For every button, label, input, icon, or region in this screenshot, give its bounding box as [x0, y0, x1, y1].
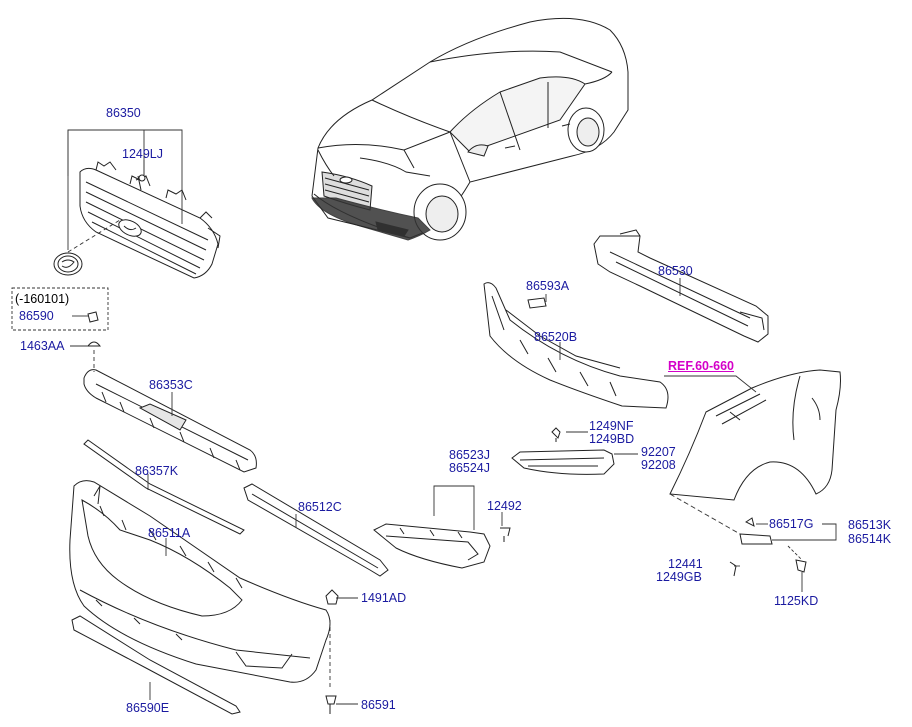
part-label-1249gb[interactable]: 1249GB — [656, 570, 702, 584]
part-label-86357k[interactable]: 86357K — [135, 464, 179, 478]
front-bumper-upper-cover — [83, 369, 257, 473]
part-label-92207[interactable]: 92207 — [641, 445, 676, 459]
part-label-86512c[interactable]: 86512C — [298, 500, 342, 514]
front-fender — [669, 369, 841, 501]
part-label-86523j[interactable]: 86523J — [449, 448, 491, 462]
bolt-12441 — [729, 561, 737, 577]
part-label-86520b[interactable]: 86520B — [534, 330, 578, 344]
clip-1463aa — [86, 341, 102, 347]
part-label-1491ad[interactable]: 1491AD — [361, 591, 407, 605]
part-label-12441[interactable]: 12441 — [668, 557, 703, 571]
front-bumper-beam — [593, 229, 769, 343]
drl-lamp-assembly — [511, 449, 615, 475]
part-label-1249bd[interactable]: 1249BD — [589, 432, 635, 446]
screw-1491ad — [325, 589, 339, 605]
part-label-86511a[interactable]: 86511A — [148, 526, 191, 540]
part-label-1125kd[interactable]: 1125KD — [774, 594, 819, 608]
bumper-lower-garnish — [71, 615, 241, 715]
grille-emblem — [53, 252, 83, 276]
part-label-86517g[interactable]: 86517G — [769, 517, 814, 531]
front-bumper-energy-absorber — [483, 282, 669, 409]
date-range-note: (-160101) — [15, 292, 70, 306]
fog-lamp-bezel — [373, 523, 491, 569]
part-label-86590[interactable]: 86590 — [19, 309, 54, 323]
side-bracket — [739, 517, 773, 545]
bumper-molding-strip — [83, 439, 245, 535]
radiator-grille-assembly — [79, 161, 221, 279]
front-bumper-cover — [69, 480, 331, 683]
bracket-86593a — [527, 297, 547, 309]
part-label-86353c[interactable]: 86353C — [149, 378, 193, 392]
part-label-92208[interactable]: 92208 — [641, 458, 676, 472]
part-label-86513k[interactable]: 86513K — [848, 518, 892, 532]
part-label-12492[interactable]: 12492 — [487, 499, 522, 513]
part-label-86593a[interactable]: 86593A — [526, 279, 570, 293]
reference-link-60-660[interactable]: REF.60-660 — [668, 359, 735, 373]
part-label-1249lj[interactable]: 1249LJ — [122, 147, 164, 161]
screw-1249lj — [135, 174, 147, 191]
screw-1249nf — [551, 427, 561, 442]
vehicle-illustration — [311, 17, 629, 241]
grille-lower-molding — [243, 483, 389, 577]
clip-86590 — [87, 311, 99, 323]
leader-lines — [11, 129, 837, 705]
part-label-86590e[interactable]: 86590E — [126, 701, 170, 715]
bolt-86591 — [325, 695, 337, 714]
part-label-1463aa[interactable]: 1463AA — [20, 339, 65, 353]
part-label-1249nf[interactable]: 1249NF — [589, 419, 634, 433]
part-label-86591[interactable]: 86591 — [361, 698, 396, 712]
screw-12492 — [500, 527, 511, 542]
nut-1125kd — [795, 559, 807, 573]
part-label-86514k[interactable]: 86514K — [848, 532, 892, 546]
part-label-86524j[interactable]: 86524J — [449, 461, 491, 475]
part-label-86350[interactable]: 86350 — [106, 106, 141, 120]
part-label-86530[interactable]: 86530 — [658, 264, 693, 278]
